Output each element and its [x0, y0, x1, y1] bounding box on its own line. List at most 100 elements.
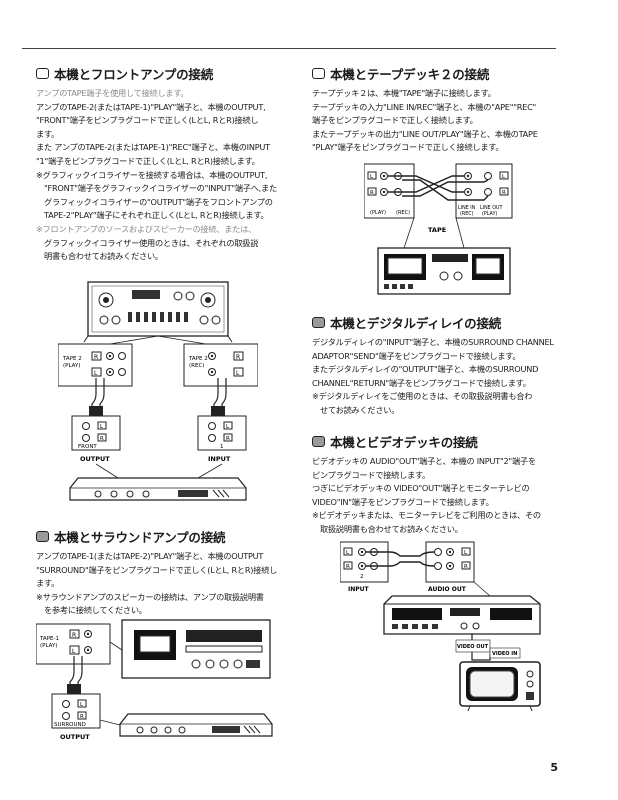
diagram-caption: AUDIO OUT — [428, 586, 467, 593]
unit-label: 1 — [220, 444, 224, 450]
note-line: "FRONT"端子をグラフィックイコライザーの"INPUT"端子へ,また — [44, 183, 277, 194]
section-title: 本機とサラウンドアンプの接続 — [36, 527, 298, 546]
section-title: 本機とビデオデッキの接続 — [312, 432, 574, 451]
jack-letter: R — [72, 632, 76, 639]
text-line: テープデッキ２は、本機"TAPE"端子に接続します。 — [312, 88, 496, 98]
main-unit-illustration — [69, 477, 247, 501]
jack-letter: L — [72, 648, 76, 655]
page-number: 5 — [550, 761, 558, 774]
diagram-caption: INPUT — [348, 586, 370, 593]
note-line: ※フロントアンプのソースおよびスピーカーの接続、または、 — [36, 223, 256, 234]
jack-label: (REC) — [460, 211, 474, 217]
jack-label: (REC) — [189, 363, 204, 369]
jack-label: LINE OUT — [480, 205, 503, 211]
jack-letter: L — [94, 370, 98, 377]
jack-label: TAPE 2 — [188, 356, 208, 362]
text-line: テープデッキの入力"LINE IN/REC"端子と、本機の"APE""REC" — [312, 101, 537, 112]
text-line: CHANNEL"RETURN"端子をピンプラグコードで接続します。 — [312, 377, 531, 388]
note-line: グラフィックイコライザー使用のときは、それぞれの取扱説 — [44, 237, 259, 248]
video-in-label: VIDEO IN — [492, 651, 517, 657]
jack-letter: L — [464, 550, 468, 556]
text-line: また アンプのTAPE-2(またはTAPE-1)"REC"端子と、本機のINPU… — [36, 142, 270, 153]
section-title: 本機とフロントアンプの接続 — [36, 64, 298, 83]
section-title-text: 本機とビデオデッキの接続 — [330, 435, 478, 450]
note-line: TAPE-2"PLAY"端子にそれぞれ正しく(LとL, RとR)接続します。 — [44, 210, 269, 221]
section-title-text: 本機とデジタルディレイの接続 — [330, 316, 502, 331]
amplifier-illustration — [121, 619, 271, 679]
text-line: "FRONT"端子をピンプラグコードで正しく(LとL, RとR)接続し — [36, 115, 259, 126]
video-deck-illustration — [383, 595, 541, 635]
checkbox-icon — [312, 317, 325, 328]
section-video-deck: 本機とビデオデッキの接続 ビデオデッキの AUDIO"OUT"端子と、本機の I… — [312, 432, 574, 537]
note-line: 取扱説明書も合わせてお読みください。 — [320, 523, 463, 534]
tv-monitor-illustration — [459, 661, 541, 712]
note-line: 明書も合わせてお読みください。 — [44, 251, 163, 262]
checkbox-icon — [312, 68, 325, 79]
text-line: またテープデッキの出力"LINE OUT/PLAY"端子と、本機のTAPE — [312, 128, 538, 139]
video-out-label: VIDEO OUT — [457, 644, 489, 650]
jack-letter: R — [226, 436, 230, 442]
unit-label: SURROUND — [54, 722, 86, 728]
section-title-text: 本機とフロントアンプの接続 — [54, 67, 214, 82]
text-line: 端子をピンプラグコードで正しく接続します。 — [312, 115, 478, 126]
text-line: "PLAY"端子をピンプラグコードで正しく接続します。 — [312, 142, 504, 153]
jack-letter: R — [80, 714, 84, 720]
rca-cable — [69, 656, 83, 692]
text-line: "SURROUND"端子をピンプラグコードで正しく(LとL, RとR)接続し — [36, 564, 278, 575]
jack-letter: L — [236, 370, 240, 377]
text-line: アンプのTAPE端子を使用して接続します。 — [36, 88, 189, 98]
note-line: ※サラウンドアンプのスピーカーの接続は、アンプの取扱説明書 — [36, 591, 264, 602]
jack-label: (PLAY) — [63, 363, 81, 369]
jack-letter: L — [502, 174, 506, 180]
text-line: ビデオデッキの AUDIO"OUT"端子と、本機の INPUT"2"端子を — [312, 456, 536, 466]
jack-letter: R — [94, 354, 98, 361]
surround-amp-diagram: TAPE-1 (PLAY) R L L R SURROUND OUTPUT — [36, 619, 273, 741]
jack-label: (PLAY) — [370, 210, 386, 216]
note-line: せてお読みください。 — [320, 404, 400, 415]
jack-letter: L — [80, 702, 84, 708]
main-unit-illustration — [119, 713, 273, 737]
section-tape-deck: 本機とテープデッキ２の接続 テープデッキ２は、本機"TAPE"端子に接続します。… — [312, 64, 574, 155]
jack-letter: R — [502, 190, 506, 196]
jack-label: TAPE-1 — [39, 636, 59, 642]
section-title: 本機とテープデッキ２の接続 — [312, 64, 574, 83]
text-line: VIDEO"IN"端子をピンプラグコードで接続します。 — [312, 496, 494, 507]
jack-label: (REC) — [396, 210, 410, 216]
jack-letter: R — [100, 436, 104, 442]
section-digital-delay: 本機とデジタルディレイの接続 デジタルディレイの"INPUT"端子と、本機のSU… — [312, 313, 574, 418]
rca-cable — [91, 378, 227, 416]
diagram-caption: OUTPUT — [80, 455, 110, 463]
jack-letter: R — [464, 564, 468, 570]
jack-letter: L — [346, 550, 350, 556]
top-rule — [22, 48, 556, 49]
jack-label: (PLAY) — [40, 643, 58, 649]
text-line: ます。 — [36, 128, 59, 139]
jack-label: LINE IN — [458, 205, 476, 211]
text-line: またデジタルディレイの"OUTPUT"端子と、本機のSURROUND — [312, 364, 539, 375]
text-line: ADAPTOR"SEND"端子をピンプラグコードで接続します。 — [312, 350, 521, 361]
front-amp-diagram: TAPE 2 (PLAY) R L TAPE 2 (REC) R L L R F… — [58, 281, 258, 501]
jack-label: TAPE 2 — [62, 356, 82, 362]
note-line: グラフィックイコライザーの"OUTPUT"端子をフロントアンプの — [44, 196, 273, 207]
note-line: ※グラフィックイコライザーを接続する場合は、本機のOUTPUT, — [36, 169, 268, 180]
unit-label: 2 — [360, 574, 364, 580]
section-front-amp: 本機とフロントアンプの接続 アンプのTAPE端子を使用して接続します。 アンプの… — [36, 64, 298, 264]
section-surround-amp: 本機とサラウンドアンプの接続 アンプのTAPE-1(またはTAPE-2)"PLA… — [36, 527, 298, 618]
jack-letter: L — [226, 424, 230, 430]
unit-label: FRONT — [78, 444, 97, 450]
rca-cable — [366, 551, 435, 567]
diagram-caption: INPUT — [208, 455, 231, 463]
section-title: 本機とデジタルディレイの接続 — [312, 313, 574, 332]
text-line: アンプのTAPE-2(またはTAPE-1)"PLAY"端子と、本機のOUTPUT… — [36, 101, 266, 112]
tape-deck-diagram: L R (PLAY) (REC) L R LINE IN (REC) LINE … — [364, 163, 513, 295]
note-line: ※デジタルディレイをご使用のときは、その取扱説明書も合わ — [312, 391, 533, 402]
jack-letter: L — [100, 424, 104, 430]
jack-letter: R — [370, 190, 374, 196]
text-line: "1"端子をピンプラグコードで正しく(LとL, RとR)接続します。 — [36, 155, 260, 166]
text-line: ピンプラグコードで接続します。 — [312, 469, 430, 480]
diagram-caption: OUTPUT — [60, 733, 90, 741]
note-line: ※ビデオデッキまたは、モニターテレビをご利用のときは、その — [312, 510, 541, 521]
text-line: つぎにビデオデッキの VIDEO"OUT"端子とモニターテレビの — [312, 483, 530, 494]
jack-letter: R — [346, 564, 350, 570]
jack-letter: L — [370, 174, 374, 180]
